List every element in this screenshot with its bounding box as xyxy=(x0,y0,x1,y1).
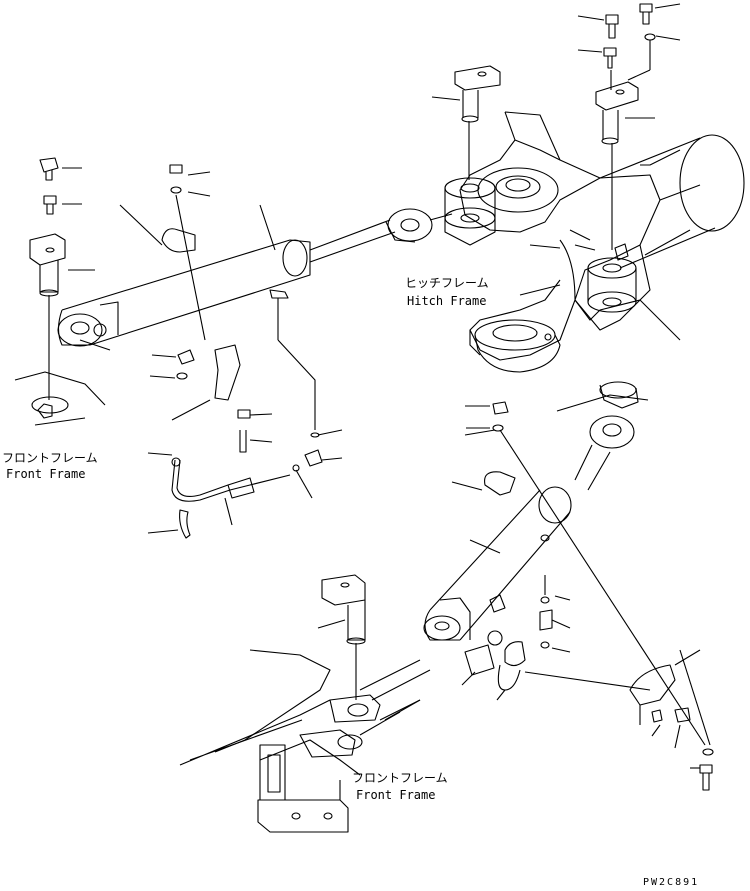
front-frame-label-en-left: Front Frame xyxy=(6,467,86,481)
front-frame-label-jp-left: フロントフレーム xyxy=(2,451,98,465)
hitch-pin-right-icon xyxy=(595,81,655,250)
hitch-frame-icon xyxy=(444,111,745,373)
left-cylinder-icon xyxy=(57,204,453,438)
right-cylinder-icon xyxy=(423,415,635,641)
hitch-frame-label-jp: ヒッチフレーム xyxy=(405,276,489,290)
right-cylinder-hardware-icon xyxy=(451,401,714,791)
hitch-frame-label-en: Hitch Frame xyxy=(407,294,487,308)
front-frame-label-jp-bottom: フロントフレーム xyxy=(352,771,448,785)
hitch-pin-upper-icon xyxy=(431,65,501,180)
left-pin-stack-icon xyxy=(14,157,106,426)
front-frame-lower-icon xyxy=(179,574,431,833)
hose-assembly-left-icon xyxy=(147,344,343,539)
clamp-bracket-upper-icon xyxy=(119,164,211,341)
bolt-washer-top-icon xyxy=(577,3,681,261)
drawing-code: PW2C891 xyxy=(643,877,700,888)
leader-lines-misc-icon xyxy=(384,244,561,721)
leader-lines-hitch-icon xyxy=(519,284,681,412)
front-frame-label-en-bottom: Front Frame xyxy=(356,788,436,802)
